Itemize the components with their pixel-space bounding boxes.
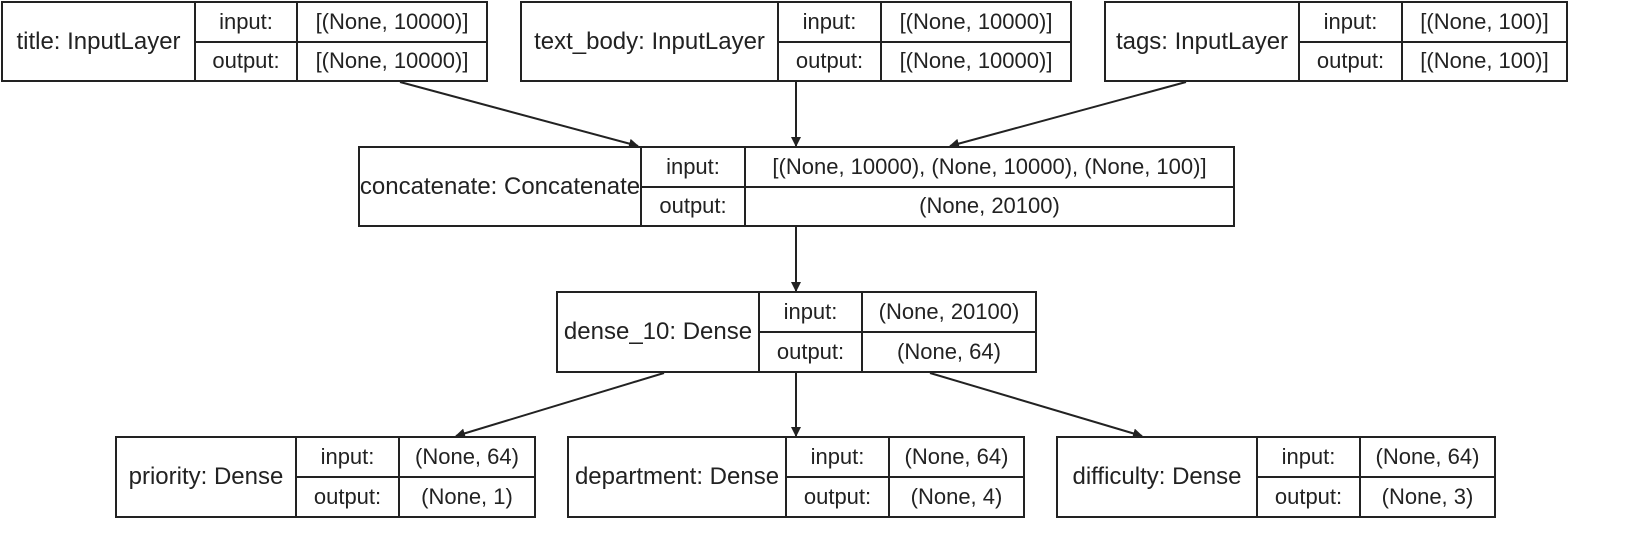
input-shape: [(None, 100)] bbox=[1403, 3, 1566, 43]
output-label: output: bbox=[659, 193, 727, 219]
output-shape: [(None, 10000)] bbox=[315, 48, 469, 74]
node-priority: priority: Dense input: output: (None, 64… bbox=[115, 436, 536, 518]
input-shape: (None, 20100) bbox=[863, 293, 1035, 333]
edge-dense_10-to-priority bbox=[455, 372, 665, 439]
input-label: input: bbox=[787, 438, 888, 478]
node-difficulty: difficulty: Dense input: output: (None, … bbox=[1056, 436, 1496, 518]
input-label: input: bbox=[1258, 438, 1359, 478]
output-label: output: bbox=[1316, 48, 1385, 74]
input-label: input: bbox=[642, 148, 744, 188]
output-label: output: bbox=[776, 339, 845, 364]
input-shape: [(None, 10000)] bbox=[298, 3, 486, 43]
output-shape: (None, 20100) bbox=[919, 193, 1060, 219]
node-name: text_body: InputLayer bbox=[522, 3, 779, 80]
node-name: concatenate: Concatenate bbox=[360, 148, 642, 225]
node-text-body: text_body: InputLayer input: output: [(N… bbox=[520, 1, 1072, 82]
edge-dense_10-to-difficulty bbox=[929, 372, 1143, 439]
node-dense-10: dense_10: Dense input: output: (None, 20… bbox=[556, 291, 1037, 373]
input-shape: (None, 64) bbox=[400, 438, 534, 478]
node-name: tags: InputLayer bbox=[1106, 3, 1300, 80]
output-label: output: bbox=[803, 484, 872, 509]
input-label: input: bbox=[297, 438, 398, 478]
output-shape: [(None, 10000)] bbox=[899, 48, 1053, 74]
input-label: input: bbox=[760, 293, 861, 333]
node-name: difficulty: Dense bbox=[1058, 438, 1258, 516]
node-title: title: InputLayer input: output: [(None,… bbox=[1, 1, 488, 82]
input-label: input: bbox=[1300, 3, 1401, 43]
output-label: output: bbox=[212, 48, 280, 74]
node-department: department: Dense input: output: (None, … bbox=[567, 436, 1025, 518]
node-name: department: Dense bbox=[569, 438, 787, 516]
output-shape: (None, 1) bbox=[421, 484, 513, 509]
edge-tags-to-concatenate bbox=[949, 81, 1187, 149]
input-shape: (None, 64) bbox=[890, 438, 1023, 478]
input-shape: [(None, 10000), (None, 10000), (None, 10… bbox=[746, 148, 1233, 188]
output-shape: (None, 64) bbox=[897, 339, 1001, 364]
edge-title-to-concatenate bbox=[399, 81, 639, 149]
output-shape: [(None, 100)] bbox=[1420, 48, 1549, 74]
node-name: title: InputLayer bbox=[3, 3, 196, 80]
input-label: input: bbox=[779, 3, 880, 43]
output-shape: (None, 4) bbox=[910, 484, 1003, 509]
input-shape: [(None, 10000)] bbox=[882, 3, 1070, 43]
node-tags: tags: InputLayer input: output: [(None, … bbox=[1104, 1, 1568, 82]
input-label: input: bbox=[196, 3, 296, 43]
node-name: dense_10: Dense bbox=[558, 293, 760, 371]
output-label: output: bbox=[1274, 484, 1343, 509]
node-concatenate: concatenate: Concatenate input: output: … bbox=[358, 146, 1235, 227]
node-name: priority: Dense bbox=[117, 438, 297, 516]
output-shape: (None, 3) bbox=[1381, 484, 1474, 509]
input-shape: (None, 64) bbox=[1361, 438, 1494, 478]
output-label: output: bbox=[795, 48, 864, 74]
output-label: output: bbox=[313, 484, 382, 509]
